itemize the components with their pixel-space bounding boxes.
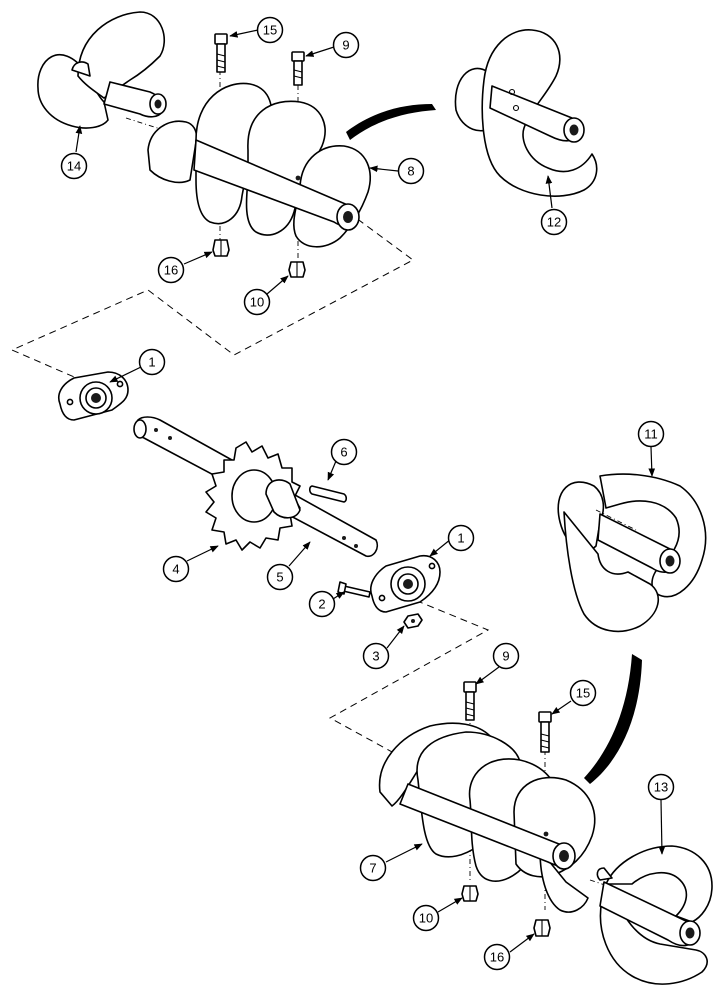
svg-text:9: 9 [342,38,349,53]
callout-14: 14 [60,152,88,180]
sprocket [205,441,301,551]
nut-3 [403,613,423,629]
bolt-9-top [291,51,305,86]
svg-text:9: 9 [502,649,509,664]
detail-arrow-upper [346,104,436,140]
detail-arrow-lower [584,654,642,784]
svg-text:6: 6 [340,445,347,460]
flange-bearing-right [370,554,441,613]
nut-16-bottom [533,919,551,937]
svg-text:11: 11 [644,427,658,442]
callout-9-top: 9 [332,31,360,59]
bolt-2 [337,581,371,598]
svg-text:7: 7 [369,861,376,876]
svg-text:12: 12 [547,215,561,230]
flighting-detail-12 [454,29,598,197]
svg-text:15: 15 [263,23,277,38]
svg-text:5: 5 [276,570,283,585]
svg-text:16: 16 [490,950,504,965]
callout-16-top: 16 [157,256,185,284]
nut-16-top [212,239,230,257]
callout-2: 2 [308,590,336,618]
flighting-detail-11 [557,473,707,633]
flange-bearing-left [58,371,129,421]
callout-16-bottom: 16 [483,943,511,971]
callout-15-bottom: 15 [569,679,597,707]
svg-text:1: 1 [457,531,464,546]
flighting-end-piece-top [37,11,167,129]
bolt-15-top [214,33,228,73]
svg-text:10: 10 [250,295,264,310]
flighting-end-piece-bottom [596,845,713,985]
svg-text:4: 4 [172,562,179,577]
callout-13: 13 [647,773,675,801]
svg-text:13: 13 [654,780,668,795]
callout-10-bottom: 10 [412,904,440,932]
callout-3: 3 [362,642,390,670]
svg-text:14: 14 [67,159,81,174]
callout-6: 6 [330,438,358,466]
svg-text:8: 8 [407,164,414,179]
svg-text:15: 15 [576,686,590,701]
bolt-15-bottom [538,711,552,753]
callout-4: 4 [162,555,190,583]
svg-text:16: 16 [164,263,178,278]
callout-15-top: 15 [256,16,284,44]
callout-8: 8 [397,157,425,185]
svg-text:10: 10 [419,911,433,926]
shaft-key [308,485,348,503]
callout-1-right: 1 [447,524,475,552]
svg-text:2: 2 [318,597,325,612]
callout-12: 12 [540,208,568,236]
leader-lines [75,29,666,953]
bolt-9-bottom [463,681,477,721]
svg-text:1: 1 [148,355,155,370]
nut-10-top [288,261,306,278]
callout-5: 5 [266,563,294,591]
callout-11: 11 [637,420,665,448]
callout-9-bottom: 9 [492,642,520,670]
nut-10-bottom [461,885,479,902]
callout-10-top: 10 [243,288,271,316]
flighting-assembly-bottom [378,722,596,913]
flighting-assembly-top [147,82,371,248]
callout-7: 7 [359,854,387,882]
callout-1-left: 1 [138,348,166,376]
svg-text:3: 3 [372,649,379,664]
